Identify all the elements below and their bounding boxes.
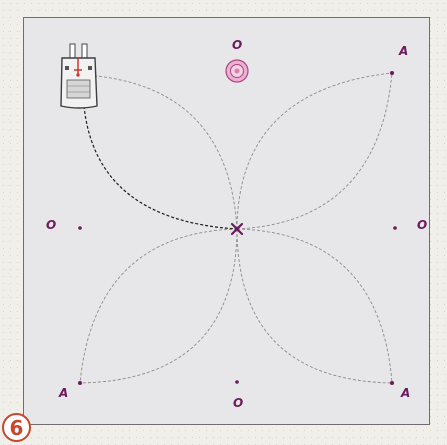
hoop-center-marker-icon [225, 59, 249, 83]
petal-arc-top-right-outer [236, 72, 393, 230]
stitched-arc-completed [83, 105, 238, 230]
label-bottom-left-a: A [59, 386, 69, 400]
center-x-mark [230, 222, 244, 236]
label-bottom-right-a: A [401, 386, 411, 400]
step-number-badge: 6 [2, 413, 31, 442]
presser-foot-icon [60, 43, 98, 109]
label-top-right-a: A [399, 44, 409, 58]
petal-arc-bottom-left-inner [79, 228, 238, 384]
label-right-o: O [417, 218, 428, 232]
petal-arc-top-left-upper [83, 74, 238, 230]
side-dot-right [393, 226, 397, 230]
petal-arc-bottom-left-outer [79, 228, 238, 384]
label-top-o: O [232, 38, 243, 52]
label-bottom-o: O [233, 396, 244, 410]
corner-dot-top-right [390, 71, 394, 75]
petal-arc-top-right-inner [236, 72, 393, 230]
corner-dot-bottom-right [390, 381, 394, 385]
side-dot-left [78, 226, 82, 230]
petal-arc-bottom-right-outer [236, 228, 393, 384]
corner-dot-bottom-left [78, 381, 82, 385]
label-left-o: O [46, 218, 57, 232]
side-dot-bottom [235, 380, 239, 384]
petal-arc-bottom-right-inner [236, 228, 393, 384]
